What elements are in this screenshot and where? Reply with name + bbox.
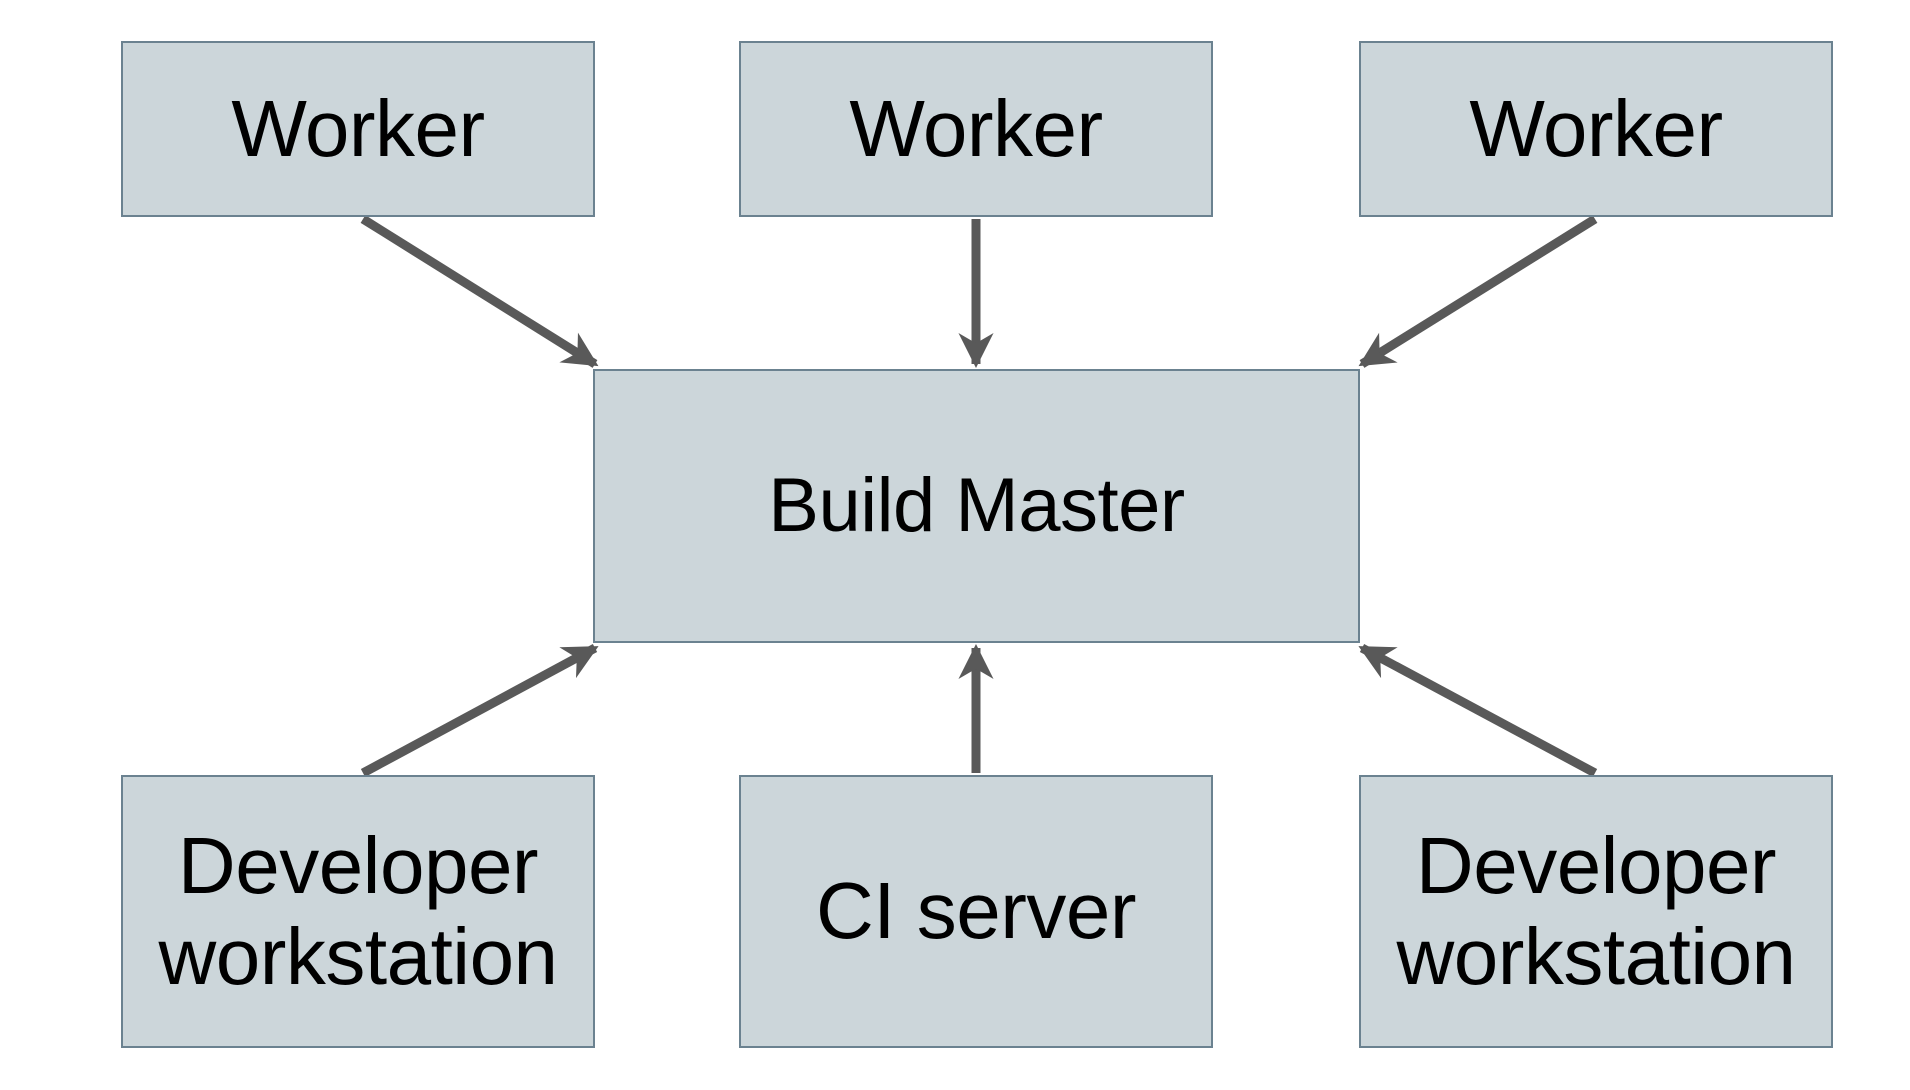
node-developer-workstation-right[interactable]: Developer workstation [1359, 775, 1833, 1048]
edge-worker-left-to-master [360, 215, 599, 368]
node-developer-workstation-left-label: Developer workstation [158, 821, 558, 1001]
node-worker-center-label: Worker [849, 83, 1103, 173]
node-ci-server[interactable]: CI server [739, 775, 1213, 1048]
node-developer-workstation-left[interactable]: Developer workstation [121, 775, 595, 1048]
node-build-master[interactable]: Build Master [593, 369, 1360, 643]
node-worker-left[interactable]: Worker [121, 41, 595, 217]
edge-worker-right-to-master [1358, 215, 1598, 368]
node-worker-left-label: Worker [231, 83, 485, 173]
node-developer-workstation-right-label: Developer workstation [1396, 821, 1796, 1001]
node-worker-center[interactable]: Worker [739, 41, 1213, 217]
node-worker-right-label: Worker [1469, 83, 1723, 173]
node-worker-right[interactable]: Worker [1359, 41, 1833, 217]
node-build-master-label: Build Master [768, 463, 1185, 549]
node-ci-server-label: CI server [816, 866, 1137, 956]
edge-dev-left-to-master [360, 644, 599, 777]
edge-dev-right-to-master [1358, 644, 1598, 777]
